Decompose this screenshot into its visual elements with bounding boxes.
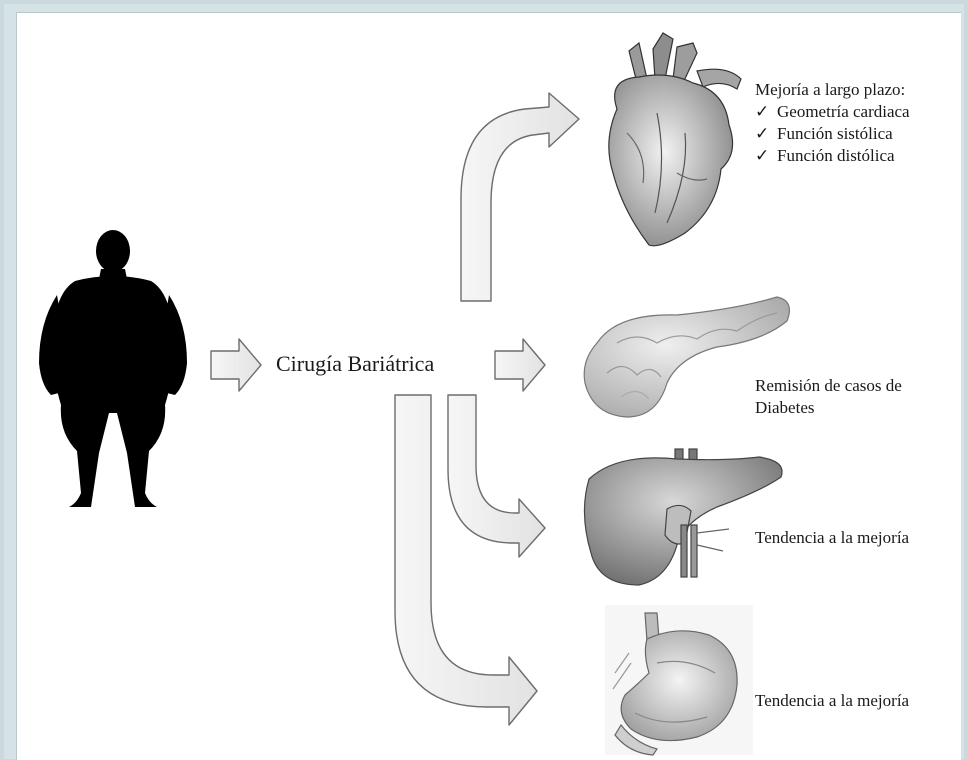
heart-benefit-text: Función distólica [777, 146, 895, 165]
arrows [211, 93, 579, 725]
heart-benefit-item: ✓Geometría cardiaca [755, 101, 910, 123]
check-icon: ✓ [755, 123, 777, 145]
pancreas-outcome-line1: Remisión de casos de [755, 375, 902, 397]
stomach-illustration [605, 605, 753, 755]
pancreas-outcome-line2: Diabetes [755, 397, 902, 419]
stomach-outcome: Tendencia a la mejoría [755, 690, 909, 712]
heart-benefit-item: ✓Función distólica [755, 145, 910, 167]
heart-illustration [609, 33, 741, 246]
check-icon: ✓ [755, 101, 777, 123]
arrow-surgery-to-pancreas [495, 339, 545, 391]
surgery-label: Cirugía Bariátrica [276, 353, 434, 375]
arrow-person-to-surgery [211, 339, 261, 391]
check-icon: ✓ [755, 145, 777, 167]
liver-illustration [584, 449, 782, 585]
heart-benefit-item: ✓Función sistólica [755, 123, 910, 145]
obese-person-silhouette [39, 230, 187, 507]
arrow-surgery-to-heart [461, 93, 579, 301]
heart-benefit-text: Geometría cardiaca [777, 102, 910, 121]
heart-benefits-title: Mejoría a largo plazo: [755, 79, 910, 101]
heart-benefit-text: Función sistólica [777, 124, 893, 143]
diagram-canvas: Cirugía Bariátrica Mejoría a largo plazo… [16, 12, 961, 760]
arrow-surgery-to-liver [448, 395, 545, 557]
figure-frame: Cirugía Bariátrica Mejoría a largo plazo… [4, 4, 964, 759]
pancreas-outcome: Remisión de casos de Diabetes [755, 375, 902, 419]
heart-benefits: Mejoría a largo plazo: ✓Geometría cardia… [755, 79, 910, 167]
liver-outcome: Tendencia a la mejoría [755, 527, 909, 549]
